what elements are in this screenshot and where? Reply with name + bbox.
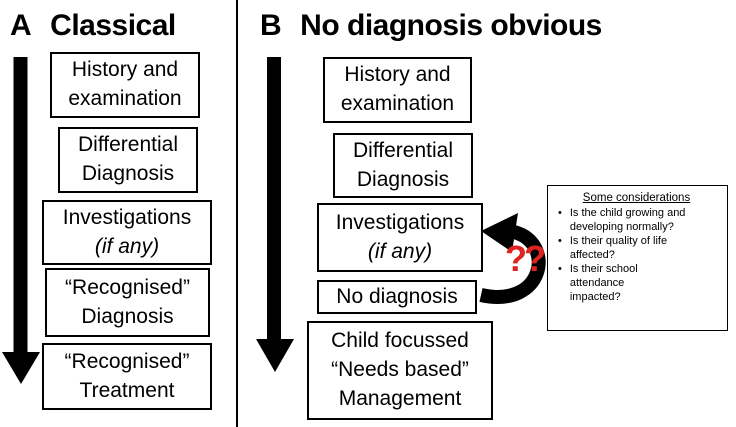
flow-box-text-line: “Recognised” (64, 349, 190, 373)
consideration-item: • Is their quality of life affected? (558, 234, 721, 262)
flow-box-text-line: Treatment (79, 378, 175, 402)
consideration-text-line: affected? (569, 249, 615, 261)
considerations-box: Some considerations • Is the child growin… (547, 185, 728, 331)
flow-box-history-and-examination: History and examination (50, 52, 200, 118)
consideration-text: Is their quality of life affected? (570, 234, 667, 262)
flow-box-text-line: Investigations (62, 205, 192, 229)
flow-box-text-line: examination (68, 87, 182, 110)
question-marks-annotation: ?? (505, 238, 546, 279)
flow-box-text-line: Child focussed (331, 329, 469, 353)
consideration-item: • Is the child growing and developing norm… (558, 206, 721, 234)
consideration-text: Is their school attendance impacted? (570, 262, 638, 304)
panel-divider-line (236, 0, 238, 427)
flow-box-text-line: History and (71, 58, 179, 82)
consideration-text-line: attendance (569, 277, 625, 289)
flow-box-child-focussed-needs-based-management: Child focussed “Needs based” Management (307, 321, 493, 420)
flow-box-investigations-if-any: Investigations (if any) (317, 203, 483, 272)
panel-a-header: A Classical (10, 9, 176, 43)
bullet-icon: • (558, 263, 562, 275)
flow-box-text-line: examination (340, 92, 455, 115)
flow-box-history-and-examination: History and examination (323, 57, 472, 123)
flow-box-text-line: “Recognised” (65, 275, 190, 299)
panel-b-header: B No diagnosis obvious (260, 9, 602, 43)
flow-box-text-line: “Needs based” (331, 358, 469, 382)
flow-box-text-line: Management (338, 386, 462, 410)
consideration-text-line: impacted? (569, 291, 621, 303)
panel-b-label: B (260, 9, 282, 42)
consideration-text-line: Is their quality of life (569, 235, 668, 247)
consideration-text-line: Is their school (569, 263, 638, 275)
flow-box-no-diagnosis: No diagnosis (317, 280, 477, 314)
panel-b-title: No diagnosis obvious (300, 9, 602, 42)
flow-box-recognised-diagnosis: “Recognised” Diagnosis (45, 268, 210, 337)
considerations-list: • Is the child growing and developing norm… (552, 206, 721, 304)
bullet-icon: • (558, 235, 562, 247)
flow-box-text-line: (if any) (94, 234, 160, 258)
flow-box-text-line: Differential (353, 138, 453, 162)
flow-box-text-line: (if any) (367, 239, 433, 263)
flow-box-investigations-if-any: Investigations (if any) (42, 200, 212, 265)
flow-box-text-line: No diagnosis (336, 284, 458, 308)
flow-box-recognised-treatment: “Recognised” Treatment (42, 343, 212, 410)
panel-a-down-arrow (2, 57, 40, 384)
consideration-text: Is the child growing and developing norma… (570, 206, 686, 234)
consideration-item: • Is their school attendance impacted? (558, 262, 721, 304)
flow-box-text-line: History and (344, 63, 451, 87)
bullet-icon: • (558, 207, 562, 219)
flow-box-text-line: Diagnosis (81, 304, 174, 328)
panel-a-label: A (10, 9, 32, 42)
consideration-text-line: developing normally? (569, 221, 674, 233)
flow-box-text-line: Diagnosis (356, 167, 450, 191)
panel-a-title: Classical (50, 9, 176, 42)
flow-box-text-line: Investigations (335, 210, 465, 234)
consideration-text-line: Is the child growing and (569, 207, 686, 219)
flow-box-text-line: Differential (78, 133, 178, 157)
flow-box-text-line: Diagnosis (81, 162, 175, 185)
panel-b-down-arrow (256, 57, 294, 372)
considerations-title: Some considerations (582, 192, 691, 204)
